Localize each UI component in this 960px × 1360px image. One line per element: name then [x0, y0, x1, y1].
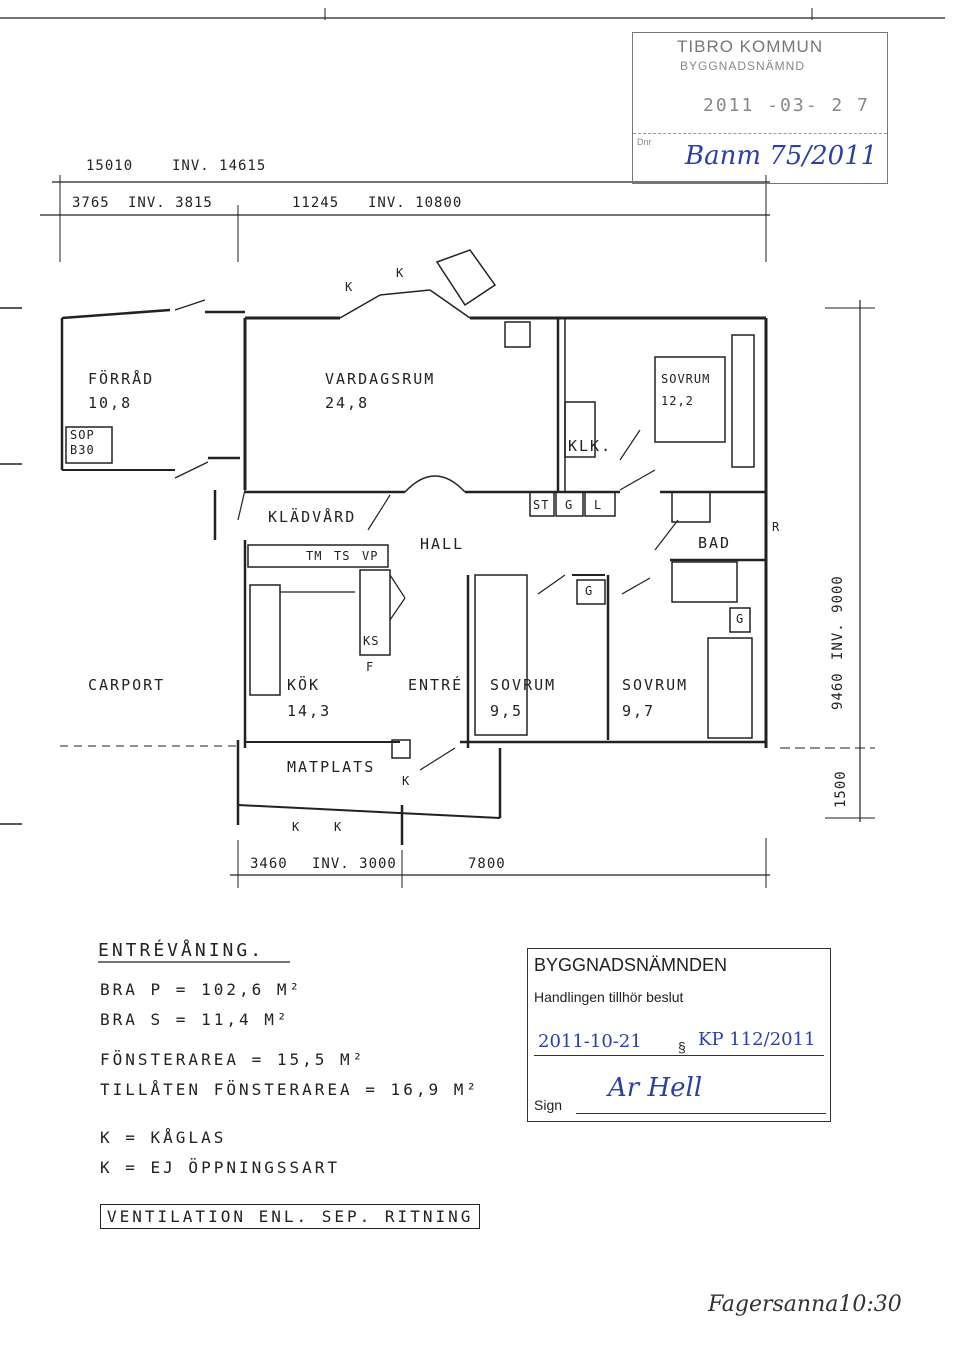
label-g3: G [736, 612, 745, 626]
window-mark-k: K [345, 280, 354, 294]
room-sovrum3: SOVRUM [622, 676, 689, 694]
stamp-bygg-divider [534, 1055, 824, 1056]
stamp-bygg-signature: Ar Hell [608, 1073, 703, 1103]
stamp-line1: TIBRO KOMMUN [677, 37, 824, 56]
dim-top-right-inv: INV. 10800 [368, 195, 463, 211]
dim-bottom-left: 3460 [250, 856, 288, 872]
room-kok-area: 14,3 [287, 702, 332, 720]
room-klk: KLK. [568, 437, 613, 455]
room-bad: BAD [698, 534, 732, 552]
room-kok: KÖK [287, 676, 321, 694]
window-mark-k: K [292, 820, 301, 834]
room-sop-size: B30 [70, 443, 95, 457]
stamp-bygg-date: 2011-10-21 [538, 1031, 642, 1052]
area-carport: CARPORT [88, 676, 166, 694]
label-vp: VP [362, 549, 379, 563]
label-l: L [594, 498, 603, 512]
byggnadsnamnden-stamp: BYGGNADSNÄMNDEN Handlingen tillhör beslu… [527, 948, 831, 1122]
label-g2: G [585, 584, 594, 598]
label-g1: G [565, 498, 574, 512]
dim-top-left: 3765 [72, 195, 110, 211]
notes-ventilation: VENTILATION ENL. SEP. RITNING [100, 1204, 481, 1229]
room-sop: SOP [70, 428, 95, 442]
stamp-line2: BYGGNADSNÄMND [680, 59, 806, 73]
room-sovrum2-area: 9,5 [490, 702, 524, 720]
notes-k-kaglas: K = KÅGLAS [100, 1128, 227, 1147]
room-sovrum3-area: 9,7 [622, 702, 656, 720]
label-st: ST [533, 498, 550, 512]
label-ts: TS [334, 549, 351, 563]
room-matplats: MATPLATS [287, 758, 376, 776]
label-ks: KS [363, 634, 380, 648]
window-mark-k: K [396, 266, 405, 280]
stamp-date: 2011 -03- 2 7 [703, 95, 870, 116]
dim-top-overall-inv: INV. 14615 [172, 158, 267, 174]
room-hall: HALL [420, 535, 465, 553]
window-mark-k: K [402, 774, 411, 788]
room-forrad: FÖRRÅD [88, 370, 155, 388]
stamp-divider [633, 133, 887, 134]
room-sovrum2: SOVRUM [490, 676, 557, 694]
tibro-kommun-stamp: TIBRO KOMMUN BYGGNADSNÄMND 2011 -03- 2 7… [632, 32, 888, 184]
room-entre: ENTRÉ [408, 676, 464, 694]
notes-heading: ENTRÉVÅNING. [98, 940, 265, 961]
dim-top-left-inv: INV. 3815 [128, 195, 213, 211]
room-forrad-area: 10,8 [88, 394, 133, 412]
label-tm: TM [306, 549, 323, 563]
notes-bra-p: BRA P = 102,6 M² [100, 980, 303, 999]
stamp-bygg-decision: KP 112/2011 [698, 1029, 816, 1050]
dim-right-main: 9460 [830, 672, 846, 710]
dim-top-overall: 15010 [86, 158, 134, 174]
notes-tillaten: TILLÅTEN FÖNSTERAREA = 16,9 M² [100, 1080, 479, 1099]
room-sovrum1-area: 12,2 [661, 394, 694, 408]
window-mark-r: R [772, 520, 781, 534]
footer-handwritten: Fagersanna10:30 [708, 1292, 902, 1317]
notes-fonsterarea: FÖNSTERAREA = 15,5 M² [100, 1050, 366, 1069]
dim-top-right: 11245 [292, 195, 340, 211]
stamp-dnr-value: Banm 75/2011 [685, 141, 878, 171]
stamp-bygg-sign-line [576, 1113, 826, 1114]
notes-bra-s: BRA S = 11,4 M² [100, 1010, 290, 1029]
dim-bottom-left-inv: INV. 3000 [312, 856, 397, 872]
dim-right-main-inv: INV. 9000 [830, 575, 846, 660]
stamp-bygg-sign-label: Sign [534, 1097, 563, 1113]
window-mark-k: K [334, 820, 343, 834]
dim-right-small: 1500 [833, 770, 849, 808]
room-vardagsrum: VARDAGSRUM [325, 370, 436, 388]
room-vardagsrum-area: 24,8 [325, 394, 370, 412]
stamp-bygg-title: BYGGNADSNÄMNDEN [534, 955, 728, 975]
room-sovrum1: SOVRUM [661, 372, 711, 386]
label-f: F [366, 660, 375, 674]
room-kladvard: KLÄDVÅRD [268, 508, 357, 526]
dim-bottom-right: 7800 [468, 856, 506, 872]
stamp-bygg-subtitle: Handlingen tillhör beslut [534, 989, 684, 1005]
stamp-dnr-label: Dnr [637, 137, 652, 147]
stamp-bygg-para: § [678, 1039, 686, 1055]
notes-k-ej: K = EJ ÖPPNINGSSART [100, 1158, 341, 1177]
